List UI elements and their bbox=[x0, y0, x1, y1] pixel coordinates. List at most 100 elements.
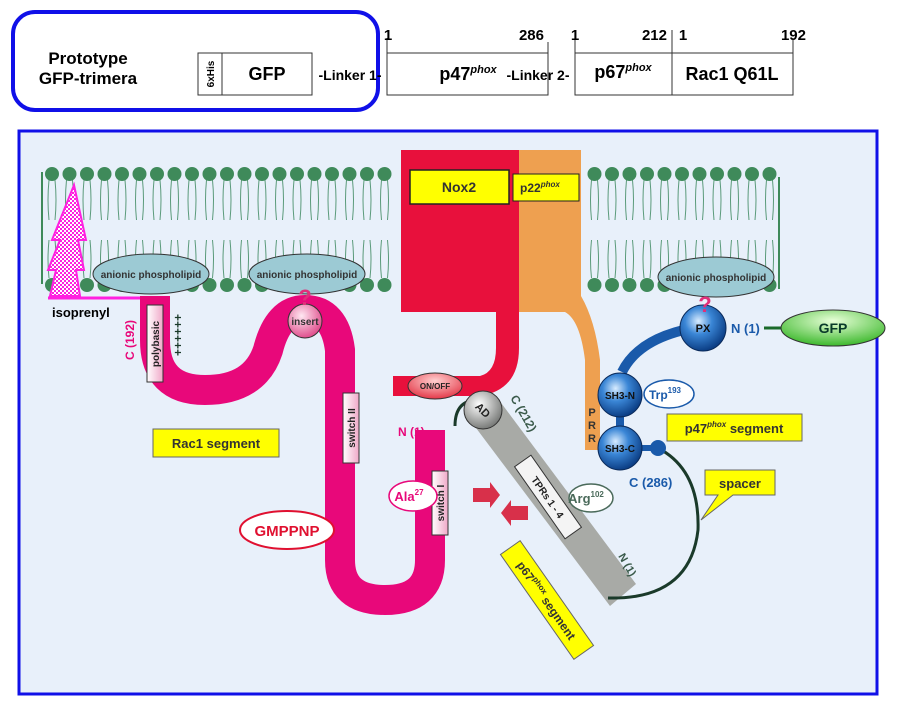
lipid-tail bbox=[327, 179, 337, 221]
p47-segment-box bbox=[666, 413, 803, 442]
spacer-callout bbox=[700, 469, 776, 521]
lipid-tail bbox=[222, 239, 232, 279]
lipid-head bbox=[622, 167, 637, 181]
lipid-tail bbox=[362, 179, 372, 221]
polybasic-charges: ++++++ bbox=[171, 314, 185, 356]
lipid-tail bbox=[240, 179, 249, 221]
lipid-tail bbox=[47, 179, 57, 221]
insert-label: insert bbox=[291, 317, 319, 328]
p47-c-terminus-dot bbox=[650, 440, 666, 456]
lipid-head bbox=[587, 167, 602, 181]
p47-c-terminus-label: C (286) bbox=[629, 475, 672, 490]
gfp-domain-box bbox=[221, 52, 313, 96]
lipid-head bbox=[255, 167, 269, 181]
his-tag-label: 6xHis bbox=[206, 60, 217, 87]
rac1-end: 192 bbox=[781, 27, 806, 44]
lipid-head bbox=[237, 278, 252, 292]
insert-question-mark: ? bbox=[298, 285, 311, 310]
lipid-head bbox=[167, 167, 182, 181]
lipid-head bbox=[80, 167, 94, 181]
lipid-head bbox=[202, 167, 217, 181]
lipid-tail bbox=[730, 179, 739, 221]
lipid-head bbox=[727, 167, 742, 181]
lipid-tail bbox=[187, 179, 197, 221]
anionic-phospholipid-1 bbox=[92, 253, 210, 295]
lipid-tail bbox=[152, 179, 162, 221]
gmppnp-label: GMPPNP bbox=[254, 523, 319, 540]
lipid-head bbox=[80, 278, 94, 292]
lipid-head bbox=[220, 278, 234, 292]
construct-container bbox=[11, 10, 380, 112]
lipid-head bbox=[307, 167, 322, 181]
onoff-region bbox=[407, 372, 463, 400]
lipid-head bbox=[45, 167, 59, 181]
px-question-mark: ? bbox=[698, 292, 711, 317]
lipid-tail bbox=[695, 179, 704, 221]
gfp-label: GFP bbox=[819, 320, 848, 336]
lipid-tail bbox=[135, 179, 144, 221]
lipid-head bbox=[675, 167, 689, 181]
insert-domain bbox=[287, 303, 323, 339]
lipid-tail bbox=[380, 179, 389, 221]
lipid-tail bbox=[205, 179, 214, 221]
rac1-n-terminus-label: N (1) bbox=[398, 425, 425, 439]
lipid-head bbox=[202, 278, 217, 292]
lipid-head bbox=[342, 167, 357, 181]
lipid-head bbox=[762, 167, 777, 181]
nox2-subunit bbox=[393, 150, 519, 396]
lipid-head bbox=[290, 167, 304, 181]
rac1-domain-box bbox=[671, 52, 794, 96]
rac1-domain-label: Rac1 Q61L bbox=[685, 64, 778, 84]
sh3c-label: SH3-C bbox=[605, 444, 635, 455]
lipid-tail bbox=[625, 179, 634, 221]
interaction-arrow-left bbox=[501, 500, 528, 526]
rac1-segment-label: Rac1 segment bbox=[172, 436, 261, 451]
rac1-segment-box bbox=[152, 428, 280, 458]
lipid-head bbox=[237, 167, 252, 181]
arg102-label: Arg102 bbox=[568, 490, 604, 506]
p67-end: 212 bbox=[642, 27, 667, 44]
lipid-tail bbox=[240, 239, 249, 279]
lipid-head bbox=[605, 278, 619, 292]
gfp-domain bbox=[780, 309, 886, 347]
p22phox-label: p22phox bbox=[520, 180, 560, 195]
construct-panel bbox=[11, 10, 380, 112]
his-tag-box bbox=[197, 52, 223, 96]
lipid-tail bbox=[275, 179, 284, 221]
p67-domain-label: p67phox bbox=[594, 62, 652, 82]
lipid-tail bbox=[660, 179, 669, 221]
p47-domain-label: p47phox bbox=[439, 64, 497, 84]
lipid-head bbox=[745, 167, 759, 181]
lipid-head bbox=[150, 167, 164, 181]
construct-title-line1: Prototype bbox=[48, 49, 127, 68]
lipid-tail bbox=[590, 239, 599, 279]
prr-label-p: P bbox=[588, 407, 595, 419]
p47-spacer-loop bbox=[607, 446, 700, 600]
switch1-label: switch I bbox=[436, 484, 447, 521]
lipid-tail bbox=[82, 239, 92, 279]
prr-label-r2: R bbox=[588, 433, 596, 445]
main-panel-frame bbox=[17, 129, 879, 696]
prr-label-r1: R bbox=[588, 420, 596, 432]
arg102-marker bbox=[568, 483, 614, 513]
anionic-phospholipid-1-label: anionic phospholipid bbox=[101, 270, 202, 281]
lipid-tail bbox=[765, 179, 774, 221]
lipid-tail bbox=[607, 239, 617, 279]
lipid-head bbox=[587, 278, 602, 292]
gfp-domain-label: GFP bbox=[248, 64, 285, 84]
anionic-phospholipid-2 bbox=[248, 253, 366, 295]
p67-segment-box bbox=[499, 539, 595, 661]
lipid-tail bbox=[590, 179, 599, 221]
lipid-head bbox=[692, 167, 707, 181]
p22phox-label-box bbox=[512, 173, 580, 202]
spacer-label: spacer bbox=[719, 476, 761, 491]
ala27-label: Ala27 bbox=[394, 488, 424, 504]
construct-title-line2: GFP-trimera bbox=[39, 69, 138, 88]
lipid-head bbox=[360, 278, 374, 292]
lipid-head bbox=[360, 167, 374, 181]
lipid-head bbox=[605, 167, 619, 181]
nox2-label: Nox2 bbox=[442, 179, 476, 195]
lipid-head bbox=[272, 167, 287, 181]
interaction-arrow-right bbox=[473, 482, 500, 508]
